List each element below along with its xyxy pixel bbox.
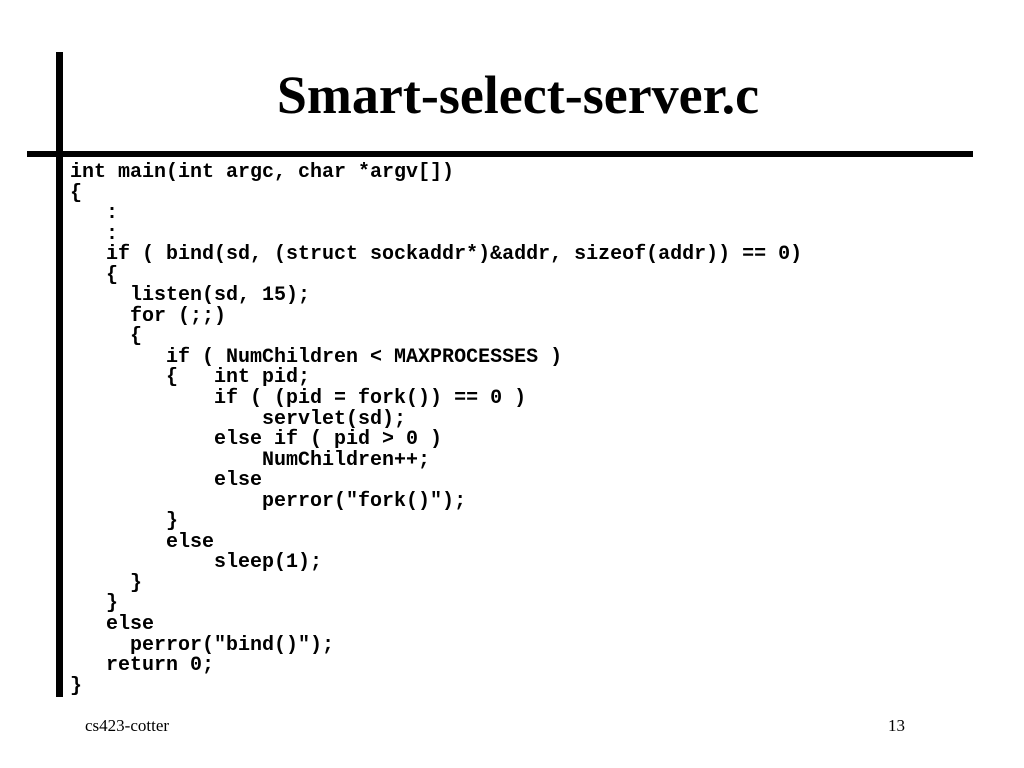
code-line: : — [70, 222, 119, 246]
code-line: int main(int argc, char *argv[]) — [70, 161, 455, 184]
code-line: } — [70, 674, 83, 698]
code-line: : — [70, 202, 119, 226]
code-line: { — [70, 325, 143, 349]
code-line: else — [70, 469, 263, 493]
code-line: { — [70, 263, 119, 287]
code-line: } — [70, 571, 143, 595]
code-line: sleep(1); — [70, 551, 323, 575]
code-line: { int pid; — [70, 366, 311, 390]
code-line: else — [70, 530, 215, 554]
code-line: for (;;) — [70, 304, 227, 328]
code-block: int main(int argc, char *argv[]){ : : if… — [70, 161, 803, 698]
slide-title: Smart-select-server.c — [276, 65, 760, 125]
vertical-rule — [56, 52, 63, 697]
code-line: if ( (pid = fork()) == 0 ) — [70, 387, 527, 411]
code-line: perror("bind()"); — [70, 633, 335, 657]
code-line: } — [70, 510, 179, 534]
footer-course: cs423-cotter — [85, 716, 170, 735]
code-line: servlet(sd); — [70, 407, 407, 431]
code-line: else if ( pid > 0 ) — [70, 428, 443, 452]
code-line: else — [70, 613, 155, 637]
code-line: return 0; — [70, 654, 215, 678]
code-line: NumChildren++; — [70, 448, 431, 472]
horizontal-rule — [27, 151, 973, 157]
code-line: perror("fork()"); — [70, 489, 467, 513]
code-line: } — [70, 592, 119, 616]
code-line: { — [70, 181, 83, 205]
code-line: if ( bind(sd, (struct sockaddr*)&addr, s… — [70, 243, 803, 267]
code-line: listen(sd, 15); — [70, 284, 311, 308]
footer-page-number: 13 — [888, 716, 905, 735]
code-line: if ( NumChildren < MAXPROCESSES ) — [70, 345, 563, 369]
